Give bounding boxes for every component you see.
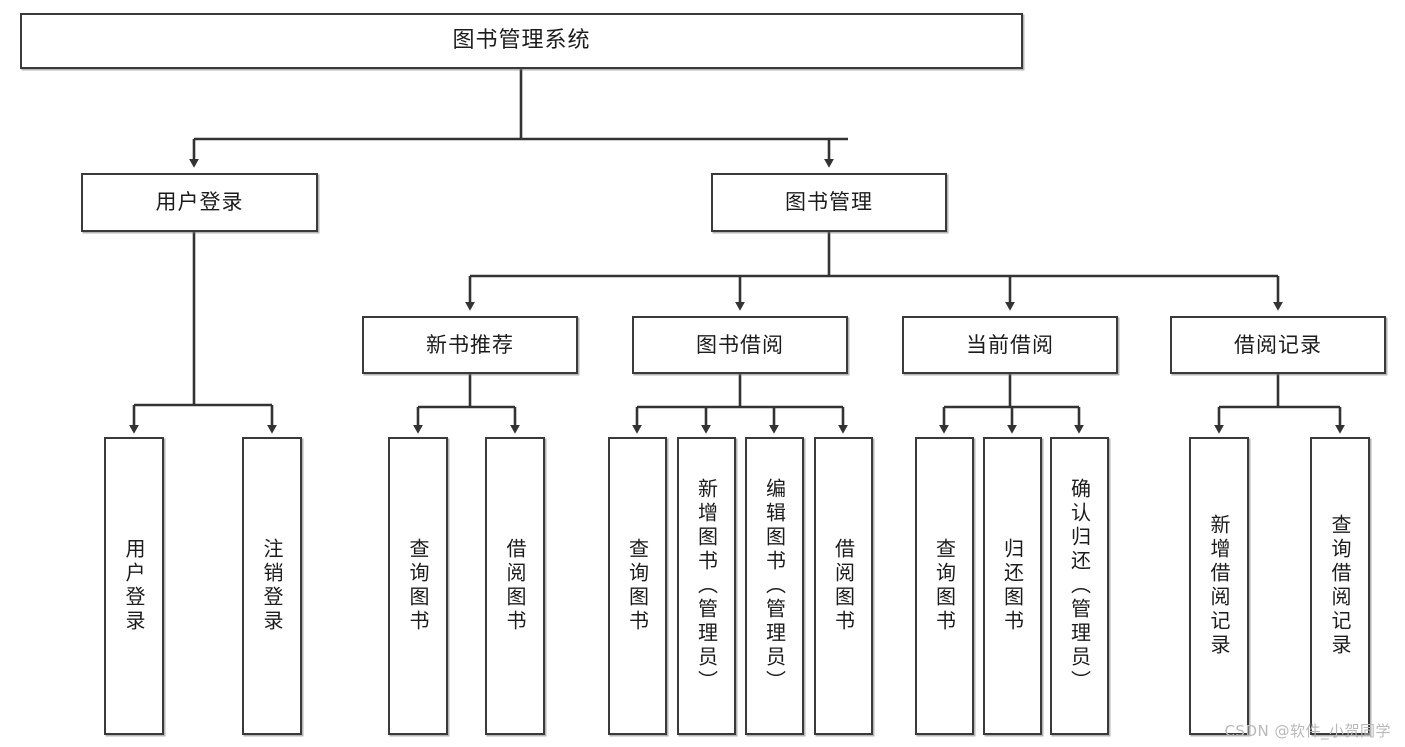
leaf-add-borrow-record[interactable]: 新增借阅记录 xyxy=(1189,437,1249,735)
node-label: 借阅记录 xyxy=(1234,332,1322,357)
node-label: 确认归还（管理员） xyxy=(1067,478,1092,694)
node-new-book-recommend[interactable]: 新书推荐 xyxy=(362,316,578,374)
leaf-add-book-admin[interactable]: 新增图书（管理员） xyxy=(677,437,736,735)
leaf-logout[interactable]: 注销登录 xyxy=(242,437,302,735)
node-label: 查询图书 xyxy=(625,538,650,634)
node-book-management[interactable]: 图书管理 xyxy=(711,173,947,232)
node-label: 借阅图书 xyxy=(503,538,527,634)
node-root[interactable]: 图书管理系统 xyxy=(20,13,1023,69)
node-label: 新增借阅记录 xyxy=(1207,514,1231,658)
node-label: 编辑图书（管理员） xyxy=(762,478,787,694)
leaf-borrow-book-newbook[interactable]: 借阅图书 xyxy=(485,437,545,735)
leaf-borrow-book-borrow[interactable]: 借阅图书 xyxy=(814,437,873,735)
leaf-confirm-return-admin[interactable]: 确认归还（管理员） xyxy=(1050,437,1109,735)
node-label: 用户登录 xyxy=(155,190,244,215)
leaf-query-book-borrow[interactable]: 查询图书 xyxy=(608,437,667,735)
leaf-query-book-newbook[interactable]: 查询图书 xyxy=(388,437,448,735)
watermark: CSDN @软件_小贺同学 xyxy=(1224,722,1391,740)
node-user-login[interactable]: 用户登录 xyxy=(81,173,318,232)
node-label: 图书管理系统 xyxy=(452,28,591,54)
node-current-borrow[interactable]: 当前借阅 xyxy=(902,316,1118,374)
node-borrow-record[interactable]: 借阅记录 xyxy=(1170,316,1386,374)
node-label: 图书管理 xyxy=(785,190,873,215)
leaf-return-book[interactable]: 归还图书 xyxy=(983,437,1042,735)
node-label: 新增图书（管理员） xyxy=(694,478,719,694)
node-label: 查询借阅记录 xyxy=(1328,514,1352,658)
leaf-user-login[interactable]: 用户登录 xyxy=(104,437,164,735)
node-label: 归还图书 xyxy=(1000,538,1025,634)
leaf-edit-book-admin[interactable]: 编辑图书（管理员） xyxy=(745,437,804,735)
leaf-query-book-current[interactable]: 查询图书 xyxy=(915,437,974,735)
leaf-query-borrow-record[interactable]: 查询借阅记录 xyxy=(1310,437,1370,735)
node-label: 新书推荐 xyxy=(426,332,514,357)
node-label: 注销登录 xyxy=(260,538,284,634)
node-label: 借阅图书 xyxy=(831,538,856,634)
node-label: 用户登录 xyxy=(122,538,146,634)
node-book-borrow[interactable]: 图书借阅 xyxy=(632,316,848,374)
node-label: 当前借阅 xyxy=(966,332,1054,357)
node-label: 查询图书 xyxy=(932,538,957,634)
node-label: 图书借阅 xyxy=(696,332,784,357)
node-label: 查询图书 xyxy=(406,538,430,634)
